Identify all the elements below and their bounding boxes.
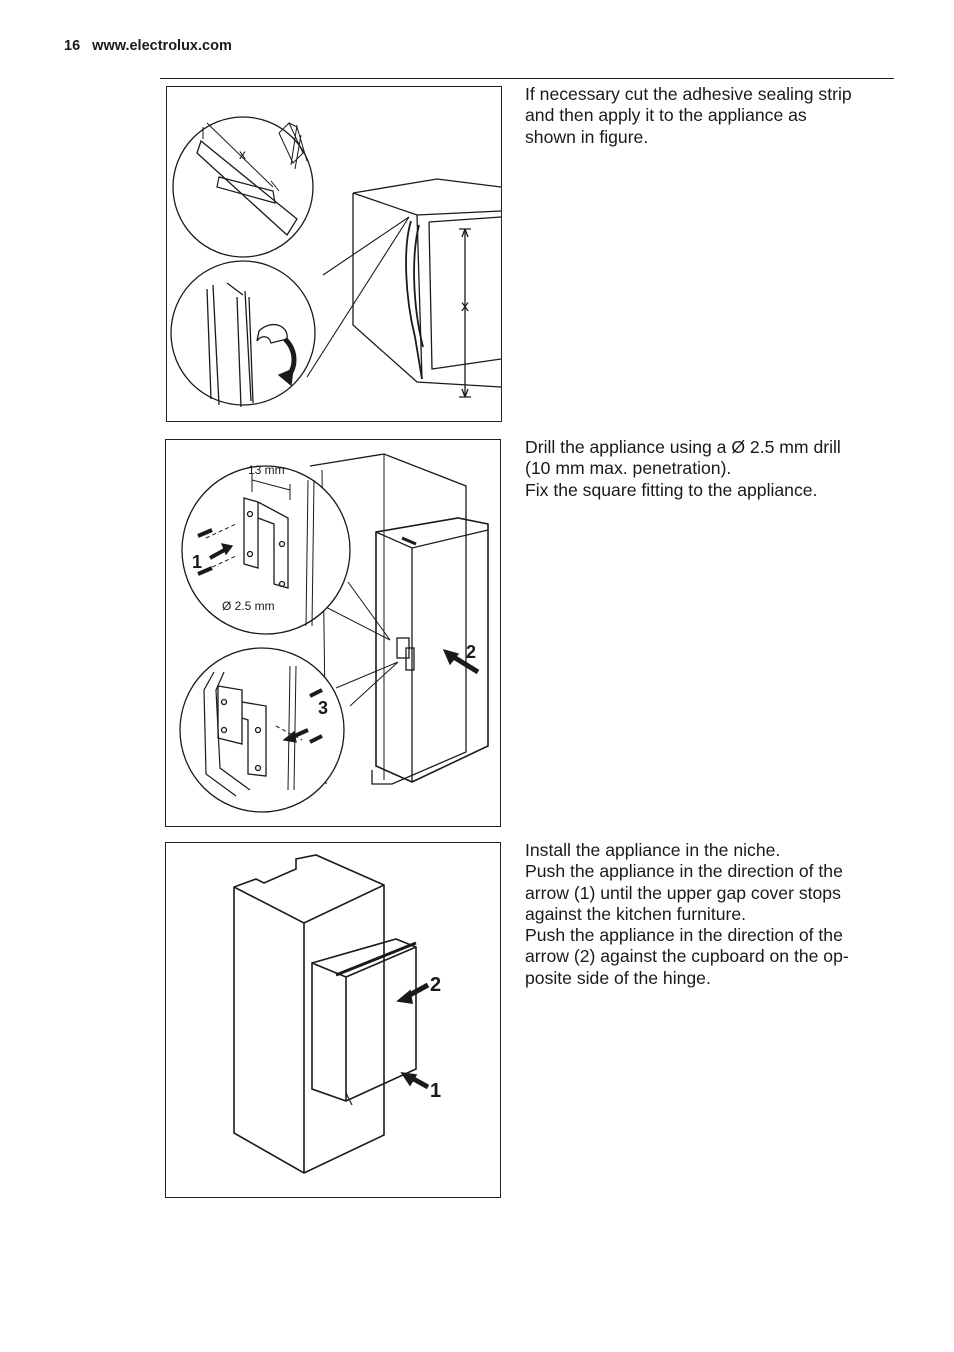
- step-number-2: 2: [466, 642, 476, 662]
- text-line: Push the appliance in the direction of t…: [525, 861, 843, 882]
- step-number-1: 1: [430, 1080, 441, 1102]
- text-line: Install the appliance in the niche.: [525, 840, 781, 860]
- text-line: arrow (2) against the cupboard on the op…: [525, 946, 849, 967]
- text-line: arrow (1) until the upper gap cover stop…: [525, 882, 841, 903]
- text-line: Drill the appliance using a Ø 2.5 mm dri…: [525, 437, 841, 457]
- dimension-13mm: 13 mm: [248, 463, 285, 477]
- install-niche-illustration: 2 1: [233, 854, 441, 1174]
- figure-sealing-strip: x x: [166, 86, 502, 422]
- step-3-text: Install the appliance in the niche. Push…: [525, 840, 885, 989]
- figure-drill-fitting: 13 mm Ø 2.5 mm 1 2 3: [165, 439, 501, 827]
- text-line: against the kitchen furniture.: [525, 903, 747, 924]
- step-number-3: 3: [318, 698, 328, 718]
- step-2-text: Drill the appliance using a Ø 2.5 mm dri…: [525, 437, 885, 501]
- label-x-top: x: [239, 146, 246, 162]
- website-link[interactable]: www.electrolux.com: [92, 38, 232, 54]
- dimension-drill: Ø 2.5 mm: [222, 599, 275, 613]
- header-rule: [160, 78, 894, 79]
- step-1-text: If necessary cut the adhesive sealing st…: [525, 84, 885, 148]
- text-line: Fix the square fitting to the appliance.: [525, 479, 818, 500]
- text-line: If necessary cut the adhesive sealing st…: [525, 84, 852, 104]
- drill-fitting-illustration: 13 mm Ø 2.5 mm 1 2 3: [179, 453, 489, 813]
- text-line: shown in figure.: [525, 126, 649, 147]
- page-header: 16 www.electrolux.com: [64, 38, 232, 54]
- page-number: 16: [64, 38, 81, 54]
- text-line: (10 mm max. penetration).: [525, 458, 732, 479]
- figure-install-niche: 2 1: [165, 842, 501, 1198]
- label-x-side: x: [461, 298, 469, 315]
- text-line: and then apply it to the appliance as: [525, 105, 807, 126]
- text-line: posite side of the hinge.: [525, 967, 711, 988]
- sealing-strip-illustration: x x: [170, 116, 501, 408]
- step-number-2: 2: [430, 974, 441, 996]
- text-line: Push the appliance in the direction of t…: [525, 925, 843, 946]
- step-number-1: 1: [192, 552, 202, 572]
